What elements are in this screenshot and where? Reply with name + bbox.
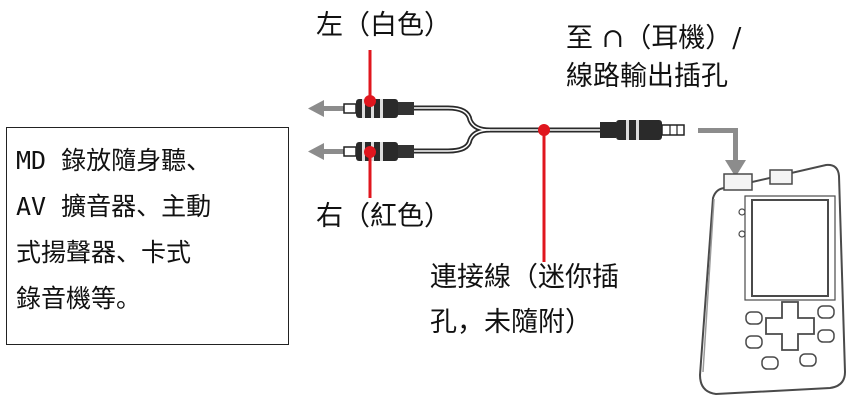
device-list-line: AV 擴音器、主動 [16, 192, 212, 221]
jack-input-arrow [698, 128, 746, 177]
label-left-white: 左（白色） [316, 10, 451, 41]
right-rca-plug [343, 142, 414, 161]
portable-player [698, 163, 847, 396]
callout-left [364, 50, 376, 107]
device-list-box: MD 錄放隨身聽、 AV 擴音器、主動 式揚聲器、卡式 錄音機等。 [6, 127, 289, 345]
label-cable-line2: 孔，未隨附） [430, 307, 592, 338]
device-list-line: MD 錄放隨身聽、 [16, 146, 212, 175]
label-headphone-jack-line1: 至 ∩（耳機）/ [566, 23, 742, 54]
callout-cable [538, 124, 550, 262]
left-rca-plug [343, 99, 414, 118]
label-headphone-jack-line2: 線路輸出插孔 [566, 61, 728, 92]
right-output-arrow [308, 143, 344, 160]
mini-plug [600, 120, 685, 140]
left-output-arrow [308, 100, 344, 117]
device-list-line: 錄音機等。 [16, 284, 142, 313]
label-cable-line1: 連接線（迷你插 [430, 262, 619, 293]
label-right-red: 右（紅色） [316, 201, 451, 232]
callout-right [364, 146, 376, 198]
device-list-line: 式揚聲器、卡式 [16, 238, 192, 267]
